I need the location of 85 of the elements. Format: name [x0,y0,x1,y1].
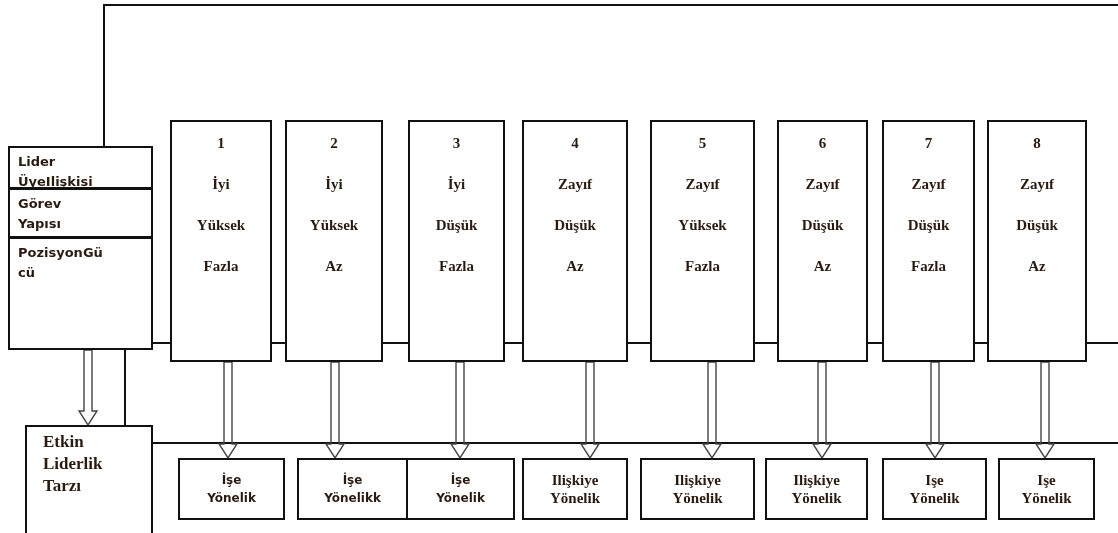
condition-text: Fazla [685,257,720,276]
style-box [406,458,515,520]
situation-number: 7 [924,134,933,153]
hollow-arrow [1034,361,1056,460]
factor-box [8,146,153,189]
connector-line [504,342,523,344]
condition-column-box [170,120,272,362]
connector-line [754,342,778,344]
style-label: Işe Yönelik [909,471,960,507]
condition-text: Düşük [435,216,478,235]
style-label: Ilişkiye Yönelik [550,471,600,507]
condition-text: Zayıf [685,175,720,194]
condition-text: Fazla [911,257,946,276]
condition-text: Yüksek [309,216,359,235]
condition-text: Az [325,257,343,276]
style-box [522,458,628,520]
condition-column-box [408,120,505,362]
condition-text: Düşük [1016,216,1058,235]
condition-text: İyi [325,175,343,194]
row-label: PozisyonGü cü [18,244,103,282]
condition-text: İyi [447,175,466,194]
condition-text: Yüksek [196,216,246,235]
condition-text: Zayıf [911,175,946,194]
connector-line [1086,342,1118,344]
style-box [882,458,987,520]
condition-column-box [987,120,1087,362]
style-label: Ilişkiye Yönelik [791,471,842,507]
connector-line [382,342,409,344]
condition-text: Az [566,257,584,276]
condition-text: Düşük [907,216,950,235]
connector-line [152,342,171,344]
condition-column-box [285,120,383,362]
connector-line [867,342,883,344]
situation-number: 2 [330,134,338,153]
condition-column-box [650,120,755,362]
situation-number: 6 [818,134,827,153]
hollow-arrow [579,361,601,460]
style-box [765,458,868,520]
style-label: Işe Yönelik [1021,471,1072,507]
connector-line [627,342,651,344]
situation-number: 4 [571,134,579,153]
situation-number: 3 [452,134,461,153]
condition-column-box [522,120,628,362]
style-heading-box [25,425,153,533]
condition-text: İyi [212,175,230,194]
connector-line [103,4,1118,147]
condition-text: Düşük [801,216,844,235]
condition-column-box [777,120,868,362]
style-box [998,458,1095,520]
style-label: İşe Yönelik [207,471,256,507]
hollow-arrow [449,361,471,460]
situation-number: 5 [698,134,707,153]
condition-text: Zayıf [1019,175,1055,194]
condition-text: Fazla [203,257,239,276]
situation-number: 1 [217,134,225,153]
style-box [640,458,755,520]
hollow-arrow [701,361,723,460]
condition-text: Az [813,257,832,276]
factor-box [8,188,153,238]
condition-text: Düşük [554,216,596,235]
style-heading: Etkin Liderlik Tarzı [43,431,103,497]
style-box [178,458,285,520]
connector-line [271,342,286,344]
connector-line [124,349,126,426]
hollow-arrow [217,361,239,460]
connector-line [974,342,988,344]
style-label: İşe Yönelik [436,471,485,507]
hollow-arrow [324,361,346,460]
style-label: Ilişkiye Yönelik [672,471,723,507]
row-label: Görev Yapısı [18,195,62,233]
row-label: Lider ÜyeIlişkisi [18,153,93,191]
condition-text: Yüksek [678,216,727,235]
condition-text: Zayıf [557,175,593,194]
hollow-arrow [924,361,946,460]
condition-column-box [882,120,975,362]
factor-box [8,237,153,350]
connector-line [152,442,1118,444]
condition-text: Zayıf [805,175,840,194]
style-box [297,458,408,520]
situation-number: 8 [1033,134,1041,153]
condition-text: Az [1028,257,1046,276]
style-label: İşe Yönelikk [324,471,381,507]
hollow-arrow [77,349,99,427]
condition-text: Fazla [439,257,474,276]
hollow-arrow [811,361,833,460]
